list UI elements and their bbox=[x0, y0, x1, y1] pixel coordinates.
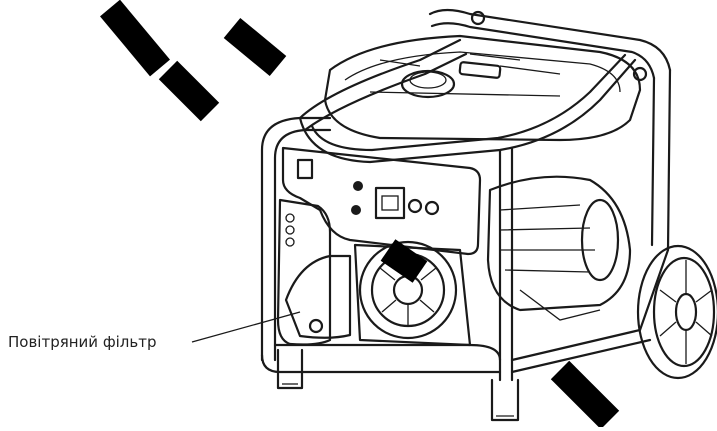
watermark bbox=[100, 0, 620, 430]
callout-leader-line bbox=[191, 311, 301, 343]
control-panel bbox=[281, 146, 482, 256]
air-filter-housing bbox=[276, 198, 352, 346]
feet bbox=[276, 348, 520, 422]
fuel-tank bbox=[323, 34, 642, 142]
frame bbox=[260, 8, 672, 382]
engine-fan-cover bbox=[353, 240, 472, 347]
wheel bbox=[636, 244, 717, 380]
alternator bbox=[486, 175, 632, 321]
air-filter-label: Повітряний фільтр bbox=[8, 333, 157, 351]
